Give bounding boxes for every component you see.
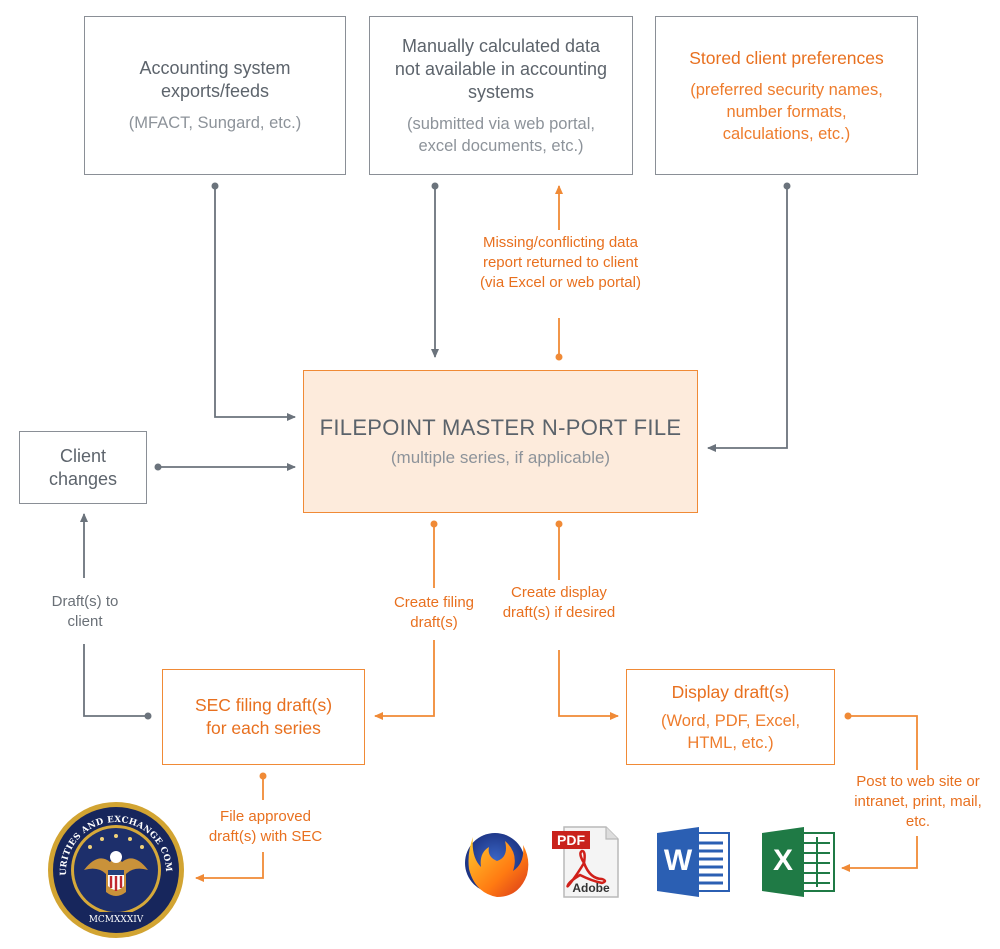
pdf-tag: PDF [557,832,585,848]
master-title: FILEPOINT MASTER N-PORT FILE [319,414,682,440]
label-create-display: Create display draft(s) if desired [502,584,616,621]
preferences-sub: (preferred security names, number format… [690,80,883,143]
word-icon: W [655,825,733,899]
manual-sub: (submitted via web portal, excel documen… [406,114,595,155]
accounting-title: Accounting system exports/feeds [139,58,291,101]
manual-data-box: Manually calculated data not available i… [369,16,633,175]
client-changes-box: Client changes [19,431,147,504]
pdf-icon: PDF Adobe [550,823,626,901]
arrow-preferences-to-master [707,186,788,452]
display-draft-box: Display draft(s) (Word, PDF, Excel, HTML… [626,669,835,765]
svg-text:MCMXXXIV: MCMXXXIV [89,915,144,925]
excel-icon: X [760,825,838,899]
arrow-accounting-to-master [214,186,296,421]
sec-draft-title: SEC filing draft(s) for each series [194,695,333,738]
master-sub: (multiple series, if applicable) [390,447,611,467]
accounting-sub: (MFACT, Sungard, etc.) [128,114,302,132]
label-create-filing: Create filing draft(s) [393,594,475,631]
preferences-title: Stored client preferences [689,47,884,68]
display-draft-sub: (Word, PDF, Excel, HTML, etc.) [660,711,801,752]
sec-filing-draft-box: SEC filing draft(s) for each series [162,669,365,765]
label-missing-report: Missing/conflicting data report returned… [480,234,641,291]
word-letter: W [663,844,693,877]
accounting-system-box: Accounting system exports/feeds (MFACT, … [84,16,346,175]
sec-seal-icon: U.S. SECURITIES AND EXCHANGE COMMISSION … [46,800,184,938]
master-nport-file-box: FILEPOINT MASTER N-PORT FILE (multiple s… [303,370,698,513]
label-drafts-to-client: Draft(s) to client [51,593,119,630]
firefox-icon [465,833,529,897]
label-file-approved: File approved draft(s) with SEC [208,808,323,845]
manual-title: Manually calculated data not available i… [394,35,608,102]
label-post-web: Post to web site or intranet, print, mai… [854,773,982,830]
arrow-post-web [848,715,918,770]
excel-letter: X [772,844,793,877]
pdf-brand: Adobe [572,881,610,895]
client-changes-title: Client changes [48,445,118,489]
arrow-draft-to-client [83,644,148,717]
client-preferences-box: Stored client preferences (preferred sec… [655,16,918,175]
display-draft-title: Display draft(s) [671,681,790,702]
